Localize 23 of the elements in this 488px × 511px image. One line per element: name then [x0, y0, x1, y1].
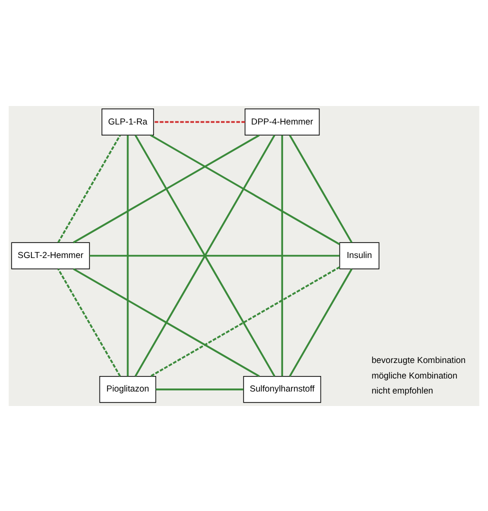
connector	[73, 268, 260, 377]
connector	[154, 120, 245, 122]
connector	[72, 134, 260, 243]
node-box: SGLT-2-Hemmer	[11, 242, 90, 269]
node-box: DPP-4-Hemmer	[244, 108, 320, 135]
connector	[150, 266, 340, 377]
node-box: Pioglitazon	[99, 376, 156, 402]
node-box: GLP-1-Ra	[102, 108, 154, 135]
connector	[289, 134, 352, 242]
connector	[57, 134, 121, 242]
connector	[90, 254, 340, 256]
legend-label: nicht empfohlen	[372, 385, 434, 396]
legend-label: bevorzugte Kombination	[372, 354, 466, 365]
node-box: Insulin	[339, 242, 380, 269]
node-box: Sulfonylharnstoff	[243, 376, 322, 402]
connector	[150, 134, 340, 245]
connector	[156, 388, 244, 390]
connector	[281, 134, 284, 376]
connector	[289, 268, 352, 376]
connector	[57, 268, 121, 376]
connector	[126, 134, 129, 376]
connector	[134, 134, 276, 376]
legend-label: mögliche Kombination	[372, 370, 458, 380]
